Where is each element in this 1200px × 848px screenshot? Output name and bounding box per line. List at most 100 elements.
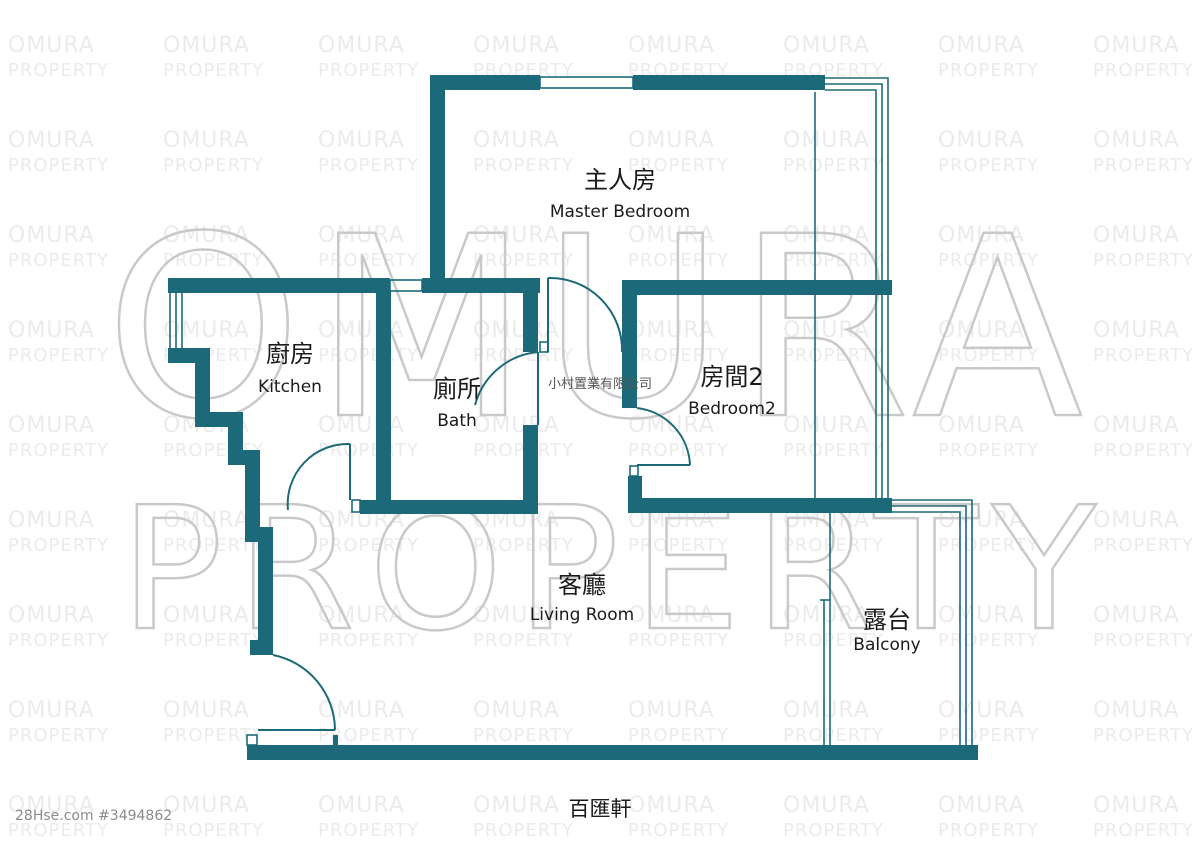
watermark-tile-line1: OMURA — [783, 318, 870, 343]
watermark-tile-line1: OMURA — [8, 413, 95, 438]
watermark-tile-line2: PROPERTY — [783, 440, 884, 461]
room-label-balcony-cn: 露台 — [863, 606, 911, 634]
watermark-tile-line1: OMURA — [1093, 413, 1180, 438]
watermark-tile-line1: OMURA — [318, 33, 405, 58]
watermark-tile-line2: PROPERTY — [8, 345, 109, 366]
watermark-tile-line1: OMURA — [473, 128, 560, 153]
room-label-living-en: Living Room — [530, 605, 634, 625]
watermark-tile-line2: PROPERTY — [1093, 535, 1194, 556]
watermark-tile-line2: PROPERTY — [163, 250, 264, 271]
watermark-tile-line2: PROPERTY — [1093, 630, 1194, 651]
watermark-tile-line1: OMURA — [163, 603, 250, 628]
watermark-tile-line2: PROPERTY — [628, 630, 729, 651]
watermark-tile-line2: PROPERTY — [8, 535, 109, 556]
watermark-tile-line2: PROPERTY — [163, 630, 264, 651]
watermark-tile-line1: OMURA — [473, 603, 560, 628]
watermark-tile-line1: OMURA — [783, 33, 870, 58]
watermark-tile-line2: PROPERTY — [8, 725, 109, 746]
watermark-tile-line2: PROPERTY — [783, 250, 884, 271]
watermark-tile-line1: OMURA — [163, 698, 250, 723]
watermark-tile-line2: PROPERTY — [318, 250, 419, 271]
watermark-tile-line2: PROPERTY — [783, 535, 884, 556]
watermark-tile-line1: OMURA — [1093, 318, 1180, 343]
watermark-tile-line2: PROPERTY — [8, 250, 109, 271]
watermark-tile-line2: PROPERTY — [783, 820, 884, 841]
watermark-tile-line1: OMURA — [783, 603, 870, 628]
watermark-tile-line1: OMURA — [163, 318, 250, 343]
watermark-tile-line1: OMURA — [1093, 603, 1180, 628]
watermark-tile-line1: OMURA — [318, 223, 405, 248]
watermark-tile-line1: OMURA — [628, 698, 715, 723]
watermark-tile-line2: PROPERTY — [628, 440, 729, 461]
watermark-tile-line1: OMURA — [938, 33, 1025, 58]
watermark-tile-line2: PROPERTY — [628, 155, 729, 176]
agency-name: 小村置業有限公司 — [548, 376, 652, 392]
watermark-large: OMURA PROPERTY — [104, 182, 1097, 671]
room-label-master-cn: 主人房 — [584, 166, 656, 194]
watermark-tile-line1: OMURA — [1093, 223, 1180, 248]
watermark-tile-line1: OMURA — [8, 793, 95, 818]
watermark-tile-line1: OMURA — [8, 318, 95, 343]
watermark-tile-line2: PROPERTY — [938, 155, 1039, 176]
watermark-tile-line1: OMURA — [473, 413, 560, 438]
watermark-tile-line2: PROPERTY — [628, 535, 729, 556]
watermark-tile-line2: PROPERTY — [628, 820, 729, 841]
watermark-tile-line2: PROPERTY — [8, 630, 109, 651]
watermark-tile-line1: OMURA — [783, 223, 870, 248]
watermark-tile-line1: OMURA — [473, 793, 560, 818]
watermark-tile-line2: PROPERTY — [938, 440, 1039, 461]
watermark-tile-line2: PROPERTY — [938, 820, 1039, 841]
watermark-tile-line1: OMURA — [8, 223, 95, 248]
walls — [168, 75, 978, 760]
watermark-tile-line2: PROPERTY — [1093, 725, 1194, 746]
watermark-tile-line2: PROPERTY — [473, 440, 574, 461]
watermark-tile-line2: PROPERTY — [318, 820, 419, 841]
watermark-tile-line2: PROPERTY — [318, 345, 419, 366]
watermark-tile-line2: PROPERTY — [473, 820, 574, 841]
watermark-tile-line2: PROPERTY — [318, 630, 419, 651]
watermark-tile-line1: OMURA — [1093, 33, 1180, 58]
building-name: 百匯軒 — [569, 797, 632, 821]
watermark-tile-line1: OMURA — [783, 413, 870, 438]
watermark-tile-line2: PROPERTY — [783, 155, 884, 176]
watermark-tile-line2: PROPERTY — [8, 440, 109, 461]
room-label-bedroom2-en: Bedroom2 — [688, 399, 776, 419]
watermark-tile-line2: PROPERTY — [938, 630, 1039, 651]
watermark-tile-line1: OMURA — [628, 33, 715, 58]
watermark-tile-line2: PROPERTY — [938, 725, 1039, 746]
watermark-tile-line2: PROPERTY — [163, 820, 264, 841]
room-label-master-en: Master Bedroom — [550, 202, 690, 222]
watermark-tile-line1: OMURA — [163, 223, 250, 248]
room-label-living-cn: 客廳 — [558, 571, 606, 599]
watermark-tile-line1: OMURA — [473, 223, 560, 248]
watermark-tile-line1: OMURA — [163, 793, 250, 818]
watermark-tile-line2: PROPERTY — [8, 60, 109, 81]
watermark-tile-line1: OMURA — [8, 698, 95, 723]
watermark-tile-line1: OMURA — [8, 508, 95, 533]
watermark-tile-line1: OMURA — [783, 793, 870, 818]
watermark-tile-line2: PROPERTY — [318, 60, 419, 81]
watermark-tile-line2: PROPERTY — [783, 345, 884, 366]
watermark-tile-line1: OMURA — [938, 413, 1025, 438]
windows — [169, 76, 973, 746]
watermark-tile-line1: OMURA — [473, 698, 560, 723]
watermark-tile-line1: OMURA — [8, 33, 95, 58]
watermark-tile-line2: PROPERTY — [628, 250, 729, 271]
room-label-kitchen-en: Kitchen — [258, 377, 322, 397]
watermark-tile-line1: OMURA — [783, 698, 870, 723]
watermark-tile-line2: PROPERTY — [318, 155, 419, 176]
room-label-bedroom2-cn: 房間2 — [700, 363, 763, 391]
watermark-tile-line1: OMURA — [628, 413, 715, 438]
watermark-tile-line1: OMURA — [938, 698, 1025, 723]
watermark-tile-line2: PROPERTY — [473, 725, 574, 746]
room-label-kitchen-cn: 廚房 — [266, 340, 314, 368]
watermark-tile-line1: OMURA — [8, 603, 95, 628]
watermark-tile-line2: PROPERTY — [163, 155, 264, 176]
watermark-tile-line2: PROPERTY — [1093, 155, 1194, 176]
watermark-large-line1: OMURA — [105, 183, 1095, 474]
watermark-tile-line2: PROPERTY — [628, 725, 729, 746]
watermark-tile-line1: OMURA — [473, 318, 560, 343]
watermark-tile-line2: PROPERTY — [1093, 820, 1194, 841]
watermark-tile-line2: PROPERTY — [628, 345, 729, 366]
